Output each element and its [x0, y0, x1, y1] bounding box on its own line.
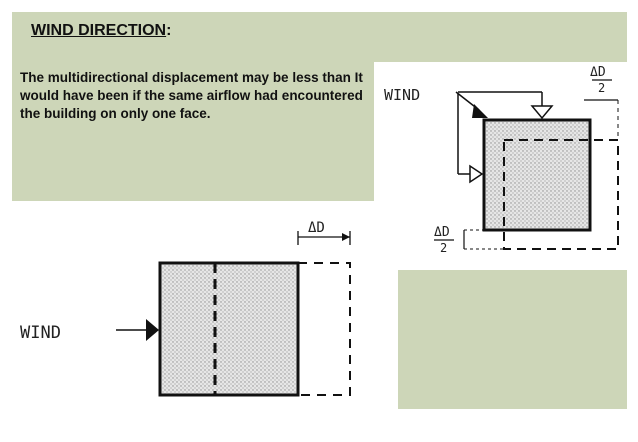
title-band — [12, 12, 627, 62]
wind-arrow-head — [146, 319, 159, 341]
single-face-wind-diagram: WIND ΔD — [12, 201, 398, 409]
wind-top-arrow — [530, 105, 554, 120]
delta-label-bottom: ΔD — [434, 225, 450, 240]
wind-label: WIND — [384, 86, 420, 104]
half-label-top: 2 — [598, 81, 605, 95]
displaced-outline — [503, 139, 619, 250]
building-outline — [158, 261, 300, 397]
displaced-outline — [298, 262, 351, 396]
slide-title-colon: : — [166, 22, 172, 39]
wind-corner-arrow — [472, 104, 488, 118]
delta-label: ΔD — [308, 220, 325, 236]
slide-title: WIND DIRECTION: — [31, 22, 171, 40]
wind-label: WIND — [20, 323, 61, 343]
corner-wind-diagram: WIND ΔD 2 ΔD 2 — [374, 62, 627, 270]
building-outline — [482, 118, 592, 232]
slide-title-text: WIND DIRECTION — [31, 22, 167, 39]
text-panel — [12, 62, 374, 201]
decorative-panel — [398, 270, 627, 409]
slide-body-text: The multidirectional displacement may be… — [20, 70, 363, 121]
delta-label-top: ΔD — [590, 65, 606, 80]
half-label-bottom: 2 — [440, 241, 447, 255]
wind-side-arrow — [469, 164, 484, 184]
